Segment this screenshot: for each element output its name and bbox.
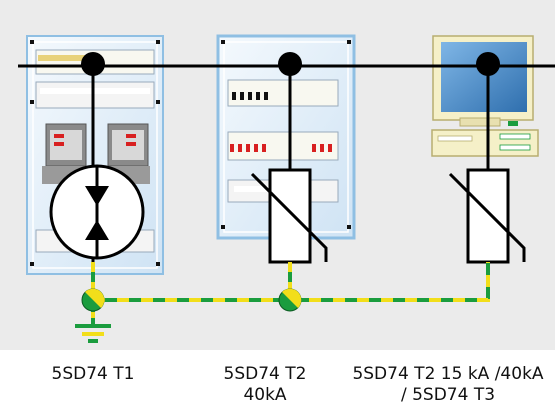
t3-junction-dot xyxy=(476,52,500,76)
earth-terminal-t2-icon xyxy=(278,288,302,312)
label-t1: 5SD74 T1 xyxy=(38,364,148,385)
label-t1-text: 5SD74 T1 xyxy=(51,364,135,384)
label-t3-line1: 5SD74 T2 15 kA /40kA xyxy=(352,364,544,384)
label-t3: 5SD74 T2 15 kA /40kA / 5SD74 T3 xyxy=(343,364,553,406)
label-t2: 5SD74 T2 40kA xyxy=(205,364,325,406)
label-t3-line2: / 5SD74 T3 xyxy=(400,385,496,405)
label-t2-line2: 40kA xyxy=(243,385,287,405)
computer-icon xyxy=(431,35,539,157)
earth-terminal-t1-icon xyxy=(81,288,105,312)
t2-junction-dot xyxy=(278,52,302,76)
ground-symbol-icon xyxy=(75,324,111,343)
label-t2-line1: 5SD74 T2 xyxy=(223,364,307,384)
spark-gap-arrester-symbol xyxy=(49,164,145,300)
t1-junction-dot xyxy=(81,52,105,76)
main-distribution-cabinet xyxy=(26,35,164,275)
